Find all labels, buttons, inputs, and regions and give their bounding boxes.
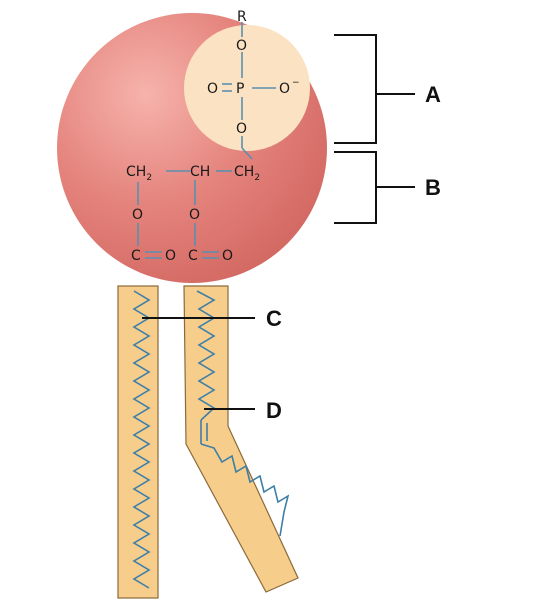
ester-o-left: O <box>132 207 143 223</box>
unsaturated-tail-tube <box>183 285 299 593</box>
phosphate-o-left: O <box>207 81 218 97</box>
ch2-left: CH2 <box>126 164 152 183</box>
ch2-right: CH2 <box>234 164 260 183</box>
phosphate-o-bottom: O <box>236 121 247 137</box>
bracket-a <box>334 34 377 144</box>
carbonyl-o-right: O <box>222 248 233 264</box>
ch-middle: CH <box>190 164 210 180</box>
unsaturated-chain-upper <box>196 290 216 421</box>
label-c: C <box>266 306 282 331</box>
saturated-chain <box>132 290 151 589</box>
carbonyl-o-left: O <box>165 248 176 264</box>
callouts <box>142 34 415 410</box>
unsaturated-chain-lower <box>200 443 290 537</box>
carbonyl-c-left: C <box>131 248 141 264</box>
label-d: D <box>266 398 282 423</box>
phosphate-o-top: O <box>236 38 247 54</box>
phosphorus-atom: P <box>236 81 244 97</box>
negative-charge: − <box>292 78 300 88</box>
bracket-b <box>334 151 377 224</box>
ester-o-right: O <box>189 207 200 223</box>
carbonyl-c-right: C <box>188 248 198 264</box>
label-b: B <box>425 175 441 200</box>
phosphate-o-right: O <box>279 81 290 97</box>
phosphate-group-disc <box>184 25 310 151</box>
r-group-label: R <box>237 9 247 25</box>
label-a: A <box>425 82 441 107</box>
head-bonds <box>137 22 276 259</box>
saturated-tail-tube <box>117 285 159 599</box>
fatty-acid-tails <box>117 285 299 599</box>
polar-head: R O O P O − O CH2 CH CH2 O O C O C O <box>57 9 327 283</box>
